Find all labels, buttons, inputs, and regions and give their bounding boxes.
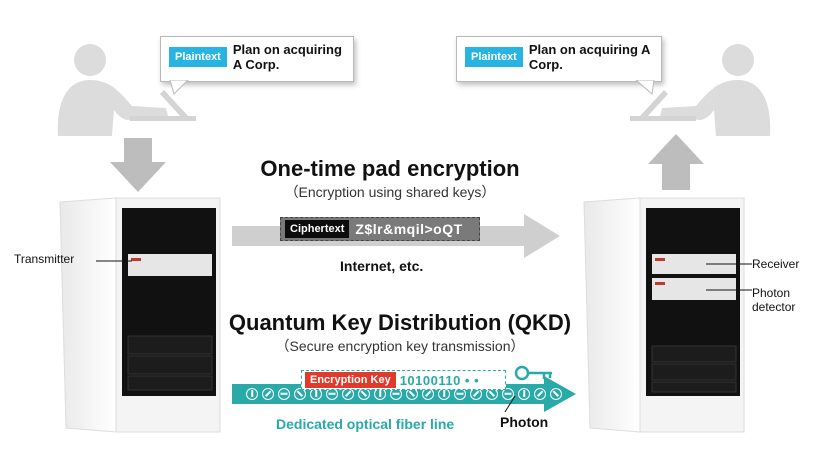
- receiver-speech-bubble: Plaintext Plan on acquiring A Corp.: [456, 36, 662, 82]
- qkd-subtitle: （Secure encryption key transmission）: [275, 338, 525, 354]
- receiver-message: Plan on acquiring A Corp.: [528, 42, 650, 72]
- plaintext-tag: Plaintext: [465, 47, 523, 67]
- internet-label: Internet, etc.: [340, 258, 424, 274]
- receiver-server: [583, 197, 745, 433]
- sender-message: Plan on acquiring A Corp.: [232, 42, 342, 72]
- otp-subtitle: （Encryption using shared keys）: [284, 184, 496, 200]
- receiver-pointers: [706, 263, 752, 291]
- photon-icon: [518, 388, 530, 400]
- plaintext-tag: Plaintext: [169, 47, 227, 67]
- sender-bubble-tail: [169, 80, 189, 95]
- transmitter-pointer: [96, 260, 132, 262]
- photon-icon: [278, 388, 290, 400]
- photon-icon: [246, 388, 258, 400]
- photon-pointer-line: [504, 396, 516, 413]
- transmitter-server: [59, 197, 221, 433]
- fiber-label: Dedicated optical fiber line: [276, 416, 455, 432]
- photon-icon: [550, 388, 562, 400]
- encryption-key-tag: Encryption Key: [305, 372, 396, 388]
- sender-person-icon: [57, 44, 196, 136]
- receiver-person-icon: [630, 44, 771, 136]
- photon-icon: [262, 388, 274, 400]
- receiver-label: Receiver: [752, 257, 800, 271]
- photon-detector-label: Photon detector: [752, 286, 796, 314]
- receiver-bubble-tail: [636, 80, 655, 95]
- qkd-title: Quantum Key Distribution (QKD): [228, 310, 572, 335]
- sender-speech-bubble: Plaintext Plan on acquiring A Corp.: [160, 36, 354, 82]
- otp-title: One-time pad encryption: [260, 156, 520, 181]
- ciphertext-tag: Ciphertext: [285, 220, 350, 238]
- ciphertext-value: Z$lr&mqil>oQT: [355, 221, 463, 237]
- photon-icon: [294, 388, 306, 400]
- photon-icon: [502, 388, 514, 400]
- ciphertext-bar: Ciphertext Z$lr&mqil>oQT: [280, 217, 480, 241]
- photon-label: Photon: [500, 414, 549, 430]
- encryption-key-box: Encryption Key 10100110 • •: [301, 370, 506, 390]
- key-icon: [514, 365, 552, 381]
- transmitter-label: Transmitter: [14, 252, 75, 266]
- down-arrow-icon: [110, 138, 166, 192]
- encryption-key-bits: 10100110 • •: [399, 372, 480, 388]
- up-arrow-icon: [648, 134, 704, 190]
- photon-icon: [534, 388, 546, 400]
